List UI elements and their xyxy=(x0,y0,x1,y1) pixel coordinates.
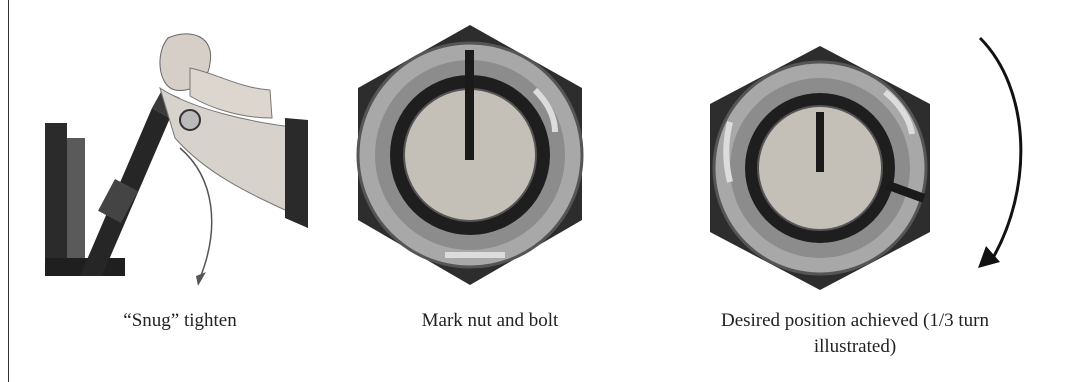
caption-desired-position: Desired position achieved (1/3 turn illu… xyxy=(655,308,1055,360)
caption-mark-nut-and-bolt: Mark nut and bolt xyxy=(370,308,610,334)
snug-tighten-illustration xyxy=(40,28,310,288)
caption-desired-position-line2: illustrated) xyxy=(814,336,896,357)
caption-snug-tighten: “Snug” tighten xyxy=(70,308,290,334)
desired-position-illustration xyxy=(700,42,940,292)
clockwise-arrow-icon xyxy=(960,28,1040,278)
mark-nut-illustration xyxy=(350,20,590,290)
caption-desired-position-line1: Desired position achieved (1/3 turn xyxy=(721,310,989,331)
left-border-line xyxy=(8,0,9,382)
